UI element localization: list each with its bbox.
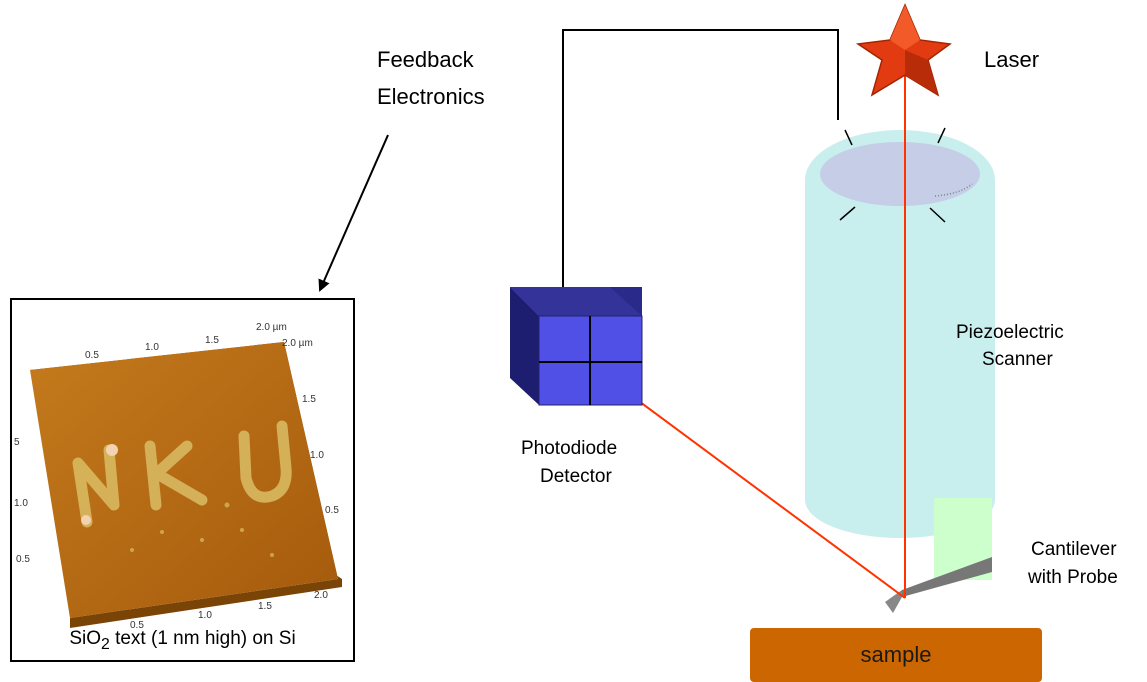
axis-right-tick-3: 0.5 (325, 505, 339, 516)
cantilever-label-line2: with Probe (1028, 567, 1118, 588)
axis-top-tick-2: 1.0 (145, 342, 159, 353)
afm-nku-letters (72, 420, 292, 528)
axis-left-tick-2: 1.0 (14, 498, 28, 509)
axis-bottom-tick-4: 2.0 (314, 590, 328, 601)
axis-left-tick-1: 5 (14, 437, 20, 448)
axis-top-tick-1: 0.5 (85, 350, 99, 361)
afm-caption: SiO2 text (1 nm high) on Si (12, 628, 353, 656)
cantilever-probe (885, 557, 992, 613)
piezo-label-line1: Piezoelectric (956, 322, 1064, 343)
axis-right-tick-1: 1.5 (302, 394, 316, 405)
axis-right-tick-2: 1.0 (310, 450, 324, 461)
axis-top-tick-4: 2.0 µm (256, 322, 287, 333)
feedback-label-line2: Electronics (377, 84, 485, 109)
axis-bottom-tick-1: 0.5 (130, 620, 144, 631)
sample-label: sample (860, 642, 932, 667)
afm-caption-suffix: text (1 nm high) on Si (109, 628, 296, 650)
piezo-scanner (805, 127, 995, 538)
photodiode-label-line2: Detector (540, 466, 612, 487)
laser-label: Laser (984, 47, 1040, 72)
sample-block: sample (750, 628, 1042, 682)
photodiode-label-line1: Photodiode (521, 438, 618, 459)
laser-star-icon (855, 3, 952, 97)
piezo-label-line2: Scanner (982, 349, 1053, 370)
afm-surface-plot: 0.5 1.0 1.5 2.0 µm 2.0 µm 1.5 1.0 0.5 5 … (14, 322, 342, 631)
cantilever-label-line1: Cantilever (1031, 539, 1117, 560)
afm-image-frame: 0.5 1.0 1.5 2.0 µm 2.0 µm 1.5 1.0 0.5 5 … (10, 298, 355, 662)
photodiode-detector (510, 287, 643, 406)
axis-top-tick-3: 1.5 (205, 335, 219, 346)
scanner-top-disk (820, 142, 980, 206)
axis-top-extra: 2.0 µm (282, 338, 313, 349)
afm-caption-prefix: SiO (69, 628, 101, 650)
feedback-wire (562, 29, 839, 290)
afm-caption-sub: 2 (101, 636, 110, 653)
axis-bottom-tick-3: 1.5 (258, 601, 272, 612)
axis-bottom-tick-2: 1.0 (198, 610, 212, 621)
feedback-label-line1: Feedback (377, 47, 474, 72)
afm-surface (30, 342, 338, 618)
feedback-arrow (318, 134, 389, 292)
axis-left-tick-3: 0.5 (16, 554, 30, 565)
